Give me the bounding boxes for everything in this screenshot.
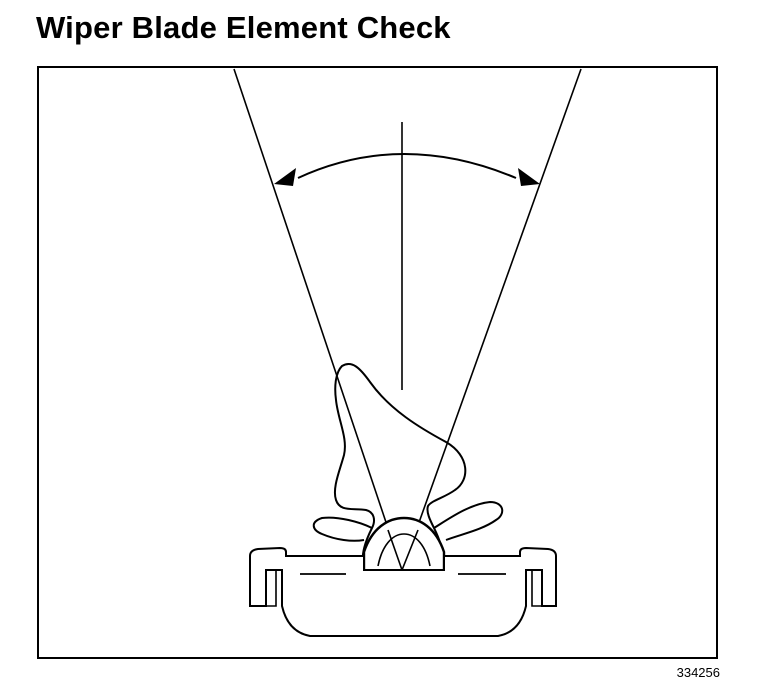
figure-number: 334256 — [676, 665, 720, 680]
left-clip — [266, 569, 277, 607]
left-lobe — [312, 516, 373, 542]
retainer-dome — [362, 516, 446, 570]
left-limit-line — [233, 68, 403, 571]
right-lobe — [433, 500, 504, 541]
blade-frame-body — [249, 546, 557, 637]
retainer-dome-inner — [377, 533, 431, 567]
angle-arc-arrow — [297, 153, 517, 179]
right-clip — [531, 569, 542, 607]
diagram-title: Wiper Blade Element Check — [36, 10, 451, 45]
rubber-element-profile — [334, 363, 467, 569]
right-limit-line — [401, 68, 582, 571]
left-arrowhead — [274, 168, 296, 186]
right-arrowhead — [518, 168, 540, 186]
